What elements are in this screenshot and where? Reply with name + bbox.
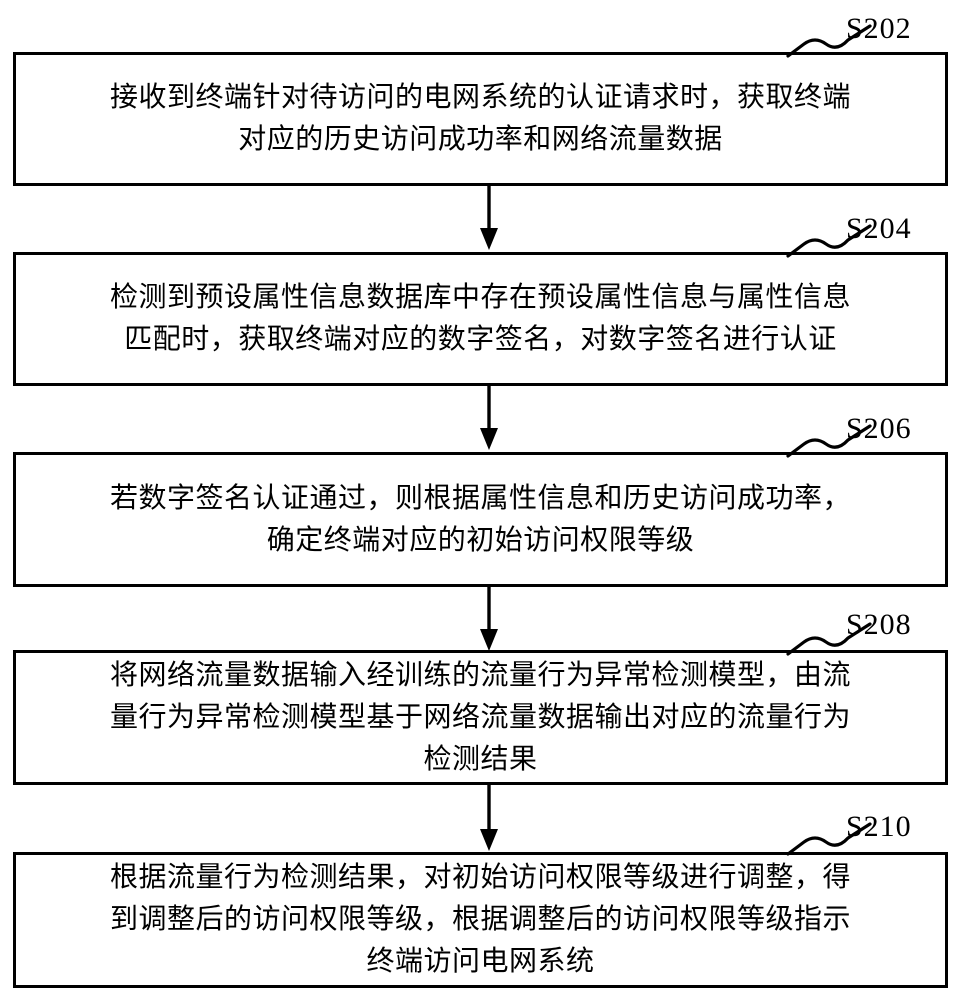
step-label-s210: S210: [846, 810, 912, 843]
connector-arrow-s202-s204: [480, 186, 498, 250]
step-text-s208: 将网络流量数据输入经训练的流量行为异常检测模型，由流 量行为异常检测模型基于网络…: [109, 659, 851, 775]
flowchart-step-s202: 接收到终端针对待访问的电网系统的认证请求时，获取终端 对应的历史访问成功率和网络…: [13, 52, 948, 186]
step-label-s204: S204: [846, 212, 912, 245]
connector-arrow-s204-s206: [480, 386, 498, 450]
step-label-s208: S208: [846, 608, 912, 641]
connector-arrow-s208-s210: [480, 785, 498, 851]
step-text-s202: 接收到终端针对待访问的电网系统的认证请求时，获取终端 对应的历史访问成功率和网络…: [109, 82, 851, 155]
flowchart-step-s206: 若数字签名认证通过，则根据属性信息和历史访问成功率， 确定终端对应的初始访问权限…: [13, 452, 948, 587]
step-label-s202: S202: [846, 12, 912, 45]
flowchart-step-s204: 检测到预设属性信息数据库中存在预设属性信息与属性信息 匹配时，获取终端对应的数字…: [13, 252, 948, 386]
connector-arrow-s206-s208: [480, 587, 498, 651]
flowchart-step-s210: 根据流量行为检测结果，对初始访问权限等级进行调整，得 到调整后的访问权限等级，根…: [13, 852, 948, 988]
step-label-s206: S206: [846, 412, 912, 445]
step-text-s204: 检测到预设属性信息数据库中存在预设属性信息与属性信息 匹配时，获取终端对应的数字…: [109, 282, 851, 355]
flowchart-step-s208: 将网络流量数据输入经训练的流量行为异常检测模型，由流 量行为异常检测模型基于网络…: [13, 650, 948, 785]
step-text-s210: 根据流量行为检测结果，对初始访问权限等级进行调整，得 到调整后的访问权限等级，根…: [109, 862, 851, 977]
step-text-s206: 若数字签名认证通过，则根据属性信息和历史访问成功率， 确定终端对应的初始访问权限…: [109, 482, 851, 556]
